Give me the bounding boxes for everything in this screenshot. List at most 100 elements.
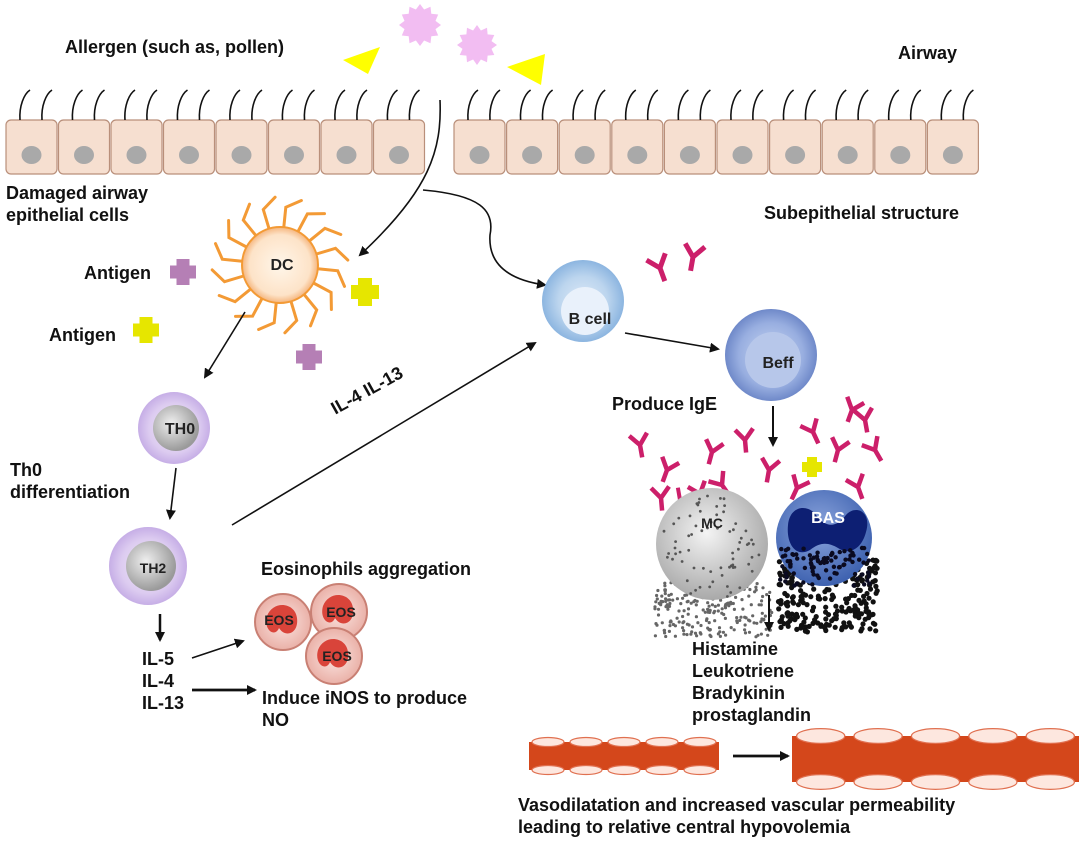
arrow-il5-to-eos [191,638,245,659]
mast-cell [656,488,768,600]
cilium [646,89,659,121]
epithelial-cell [57,89,111,175]
antibody-icon [830,436,851,463]
airway-label: Airway [898,43,958,63]
cilium [804,89,817,121]
cilium [251,89,263,121]
epithelial-cell [215,89,268,175]
cilium [334,89,346,121]
mediators-list: Histamine Leukotriene Bradykinin prostag… [692,639,812,725]
antibody-icon [799,417,821,445]
cilium [782,89,795,121]
allergen-label: Allergen (such as, pollen) [65,37,285,57]
cilium [356,89,368,121]
epithelial-cell [5,89,58,175]
arrow-dc-to-th0 [203,311,246,379]
blood-vessels [529,728,1079,790]
damaged-epithelial-label: Damaged airway epithelial cells [6,183,149,225]
cilium [408,89,421,121]
cilium [909,89,922,121]
eosinophil-cluster [254,583,368,685]
epithelial-cell [611,89,664,175]
antibody-icon [649,485,671,511]
antibody-icon [733,427,755,453]
epithelial-cell [716,89,769,175]
epithelial-cell [110,89,163,175]
antigen-icon [351,278,379,306]
antigen-icon [802,457,822,477]
cilium [467,89,479,121]
cell-granules [662,494,872,598]
cilium [624,89,637,121]
allergen-triangle-2 [507,54,545,85]
epithelial-cell [558,89,611,175]
th2-label: TH2 [139,560,167,576]
airway-epithelium [5,89,980,175]
cilium [93,89,106,121]
eosinophil-cell [254,593,312,651]
eosinophil-cell [305,627,363,685]
antibody-icon [845,396,866,423]
antibody-icon [683,242,707,272]
epithelial-cell [663,89,717,175]
b-cell-nucleus [561,287,609,335]
subepithelial-label: Subepithelial structure [764,203,960,223]
th0-label: TH0 [164,421,196,438]
antigen-icon [170,259,196,285]
dc-dendrites [210,195,350,335]
dc-cell [241,226,319,304]
cilium [281,89,294,121]
antibody-icon [704,438,725,465]
epithelial-cell [874,89,927,175]
cilium [198,89,211,121]
cilium [71,89,84,121]
pollen-grain [399,4,441,46]
cilium [699,89,711,121]
eos-label-3: EOS [322,648,352,664]
cilium [541,89,554,121]
basophil-nucleus [787,508,868,553]
cilium [857,89,869,121]
cilium [176,89,189,121]
cilium [940,89,952,121]
bcell-label: B cell [568,311,612,328]
epithelial-cell [453,89,506,175]
antibody-icon [861,435,884,463]
narrow-vessel [529,736,719,776]
epithelial-cell [506,89,559,175]
cilium [730,89,742,121]
epithelial-cell [267,89,321,175]
antibody-icon [760,456,782,483]
antigen-group [133,259,822,477]
pollen-grain [457,25,497,65]
cilium [19,89,31,121]
beff-label: Beff [762,355,794,372]
antigen-label-2: Antigen [49,325,116,345]
cilium [887,89,900,121]
epithelial-cell [162,89,216,175]
beff-nucleus [745,332,801,388]
cilium [594,89,606,121]
arrow-allergen-to-dc [358,99,441,257]
epithelial-cell [768,89,822,175]
allergen-group [343,4,545,85]
arrow-bcell-to-beff [624,332,720,353]
cilium [303,89,316,121]
epithelial-cell [821,89,874,175]
antibody-icon [627,431,649,458]
arrow-th0-to-th2 [165,467,177,520]
dilated-vessel [792,728,1079,790]
cilium [962,89,974,121]
eos-label-2: EOS [326,604,356,620]
antigen-label-1: Antigen [84,263,151,283]
th0-differentiation-label: Th0 differentiation [10,460,130,502]
produce-ige-label: Produce IgE [612,394,718,414]
antibody-icon [645,252,668,283]
cilium [124,89,136,121]
antigen-icon [296,344,322,370]
arrow-allergen-to-bcell [422,189,547,289]
antibody-icon [789,473,811,501]
cilium [519,89,532,121]
